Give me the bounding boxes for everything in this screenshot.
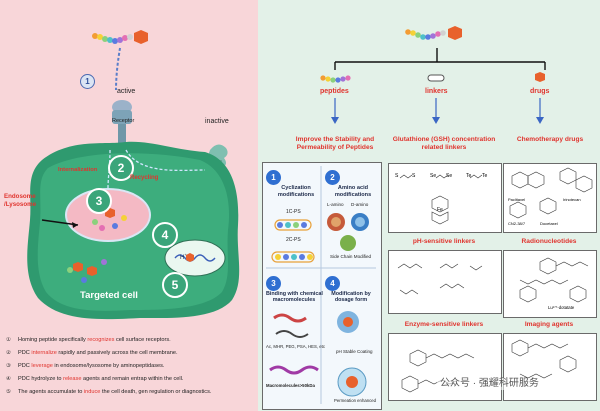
step-2-marker: 2 (108, 155, 134, 181)
category-linkers: linkers (425, 88, 448, 95)
sn38-label: CN2-38/7 (508, 221, 526, 226)
ph-linkers-heading: pH-sensitive linkers (412, 238, 476, 245)
gsh-linkers-heading: Glutathione (GSH) concentration related … (392, 136, 496, 152)
s-atom-2: S (412, 173, 416, 179)
recycling-label: Recycling (130, 175, 159, 181)
te-atom-1: Te (466, 173, 472, 179)
h-plus-label: H+ (180, 252, 187, 262)
te-atom-2: Te (482, 173, 488, 179)
se-atom-2: Se (446, 173, 453, 179)
s-atom-1: S (395, 173, 399, 179)
chemotherapy-heading: Chemotherapy drugs (516, 136, 584, 143)
binding-label: Binding with chemical macromolecules (266, 291, 323, 304)
fe-atom: Fe (437, 207, 443, 213)
category-peptides: peptides (320, 88, 349, 95)
dotatate-label: Lu¹⁷⁷-dotatate (548, 305, 575, 310)
pdc-molecule (92, 30, 148, 44)
1c-ps-label: 1C-PS (286, 209, 301, 215)
step-1-marker: 1 (80, 74, 95, 89)
macromolecule-list-label: Ac, MHR, PEG, PSA, HES, etc (266, 344, 325, 349)
mechanism-illustration (27, 30, 240, 320)
receptor (112, 100, 132, 144)
macromolecules-kda-label: Macromolecules>50kDa (266, 383, 315, 388)
permeation-label: Permeation enhanced (334, 398, 377, 403)
watermark: 公众号 · 强耀科研服务 (437, 378, 542, 390)
peptides-heading: Improve the Stability and Permeability o… (295, 136, 375, 152)
endosome-label: Endosome /Lysosome (4, 193, 37, 208)
targeted-cell-label: Targeted cell (80, 290, 138, 301)
ph-coating-label: pH Stable Coating (336, 349, 373, 354)
step-3-marker: 3 (86, 188, 112, 214)
peptide-strategy-2-marker: 2 (325, 170, 340, 185)
receptor-label: Receptor (112, 118, 135, 124)
peptide-strategy-1-marker: 1 (266, 170, 281, 185)
cyclization-label: Cyclization modifications (277, 185, 315, 198)
category-drugs: drugs (530, 88, 550, 95)
irinotecan-label: Irinotecan (563, 197, 581, 202)
enzyme-linkers-heading: Enzyme-sensitive linkers (404, 321, 484, 328)
side-chain-label: Side Chain Modified (330, 254, 372, 259)
docetaxel-label: Docetaxel (540, 221, 558, 226)
ph-linker-structures (388, 250, 502, 314)
amino-acid-label: Amino acid modifications (334, 185, 372, 198)
l-amino-label: L-amino (327, 202, 344, 207)
active-label: active (117, 88, 136, 95)
imaging-agents-heading: Imaging agents (524, 321, 574, 328)
dosage-form-label: Modification by dosage form (331, 291, 371, 304)
peptide-strategy-4-marker: 4 (325, 276, 340, 291)
d-amino-label: D-amino (351, 202, 369, 207)
step-4-marker: 4 (152, 222, 178, 248)
step-5-marker: 5 (162, 272, 188, 298)
radionuclides-heading: Radionucleotides (521, 238, 577, 245)
imaging-agent-structures (503, 333, 597, 401)
paclitaxel-label: Paclitaxel (508, 197, 526, 202)
approach-arrow (115, 47, 121, 91)
enzyme-linker-structures (388, 333, 502, 401)
endosome-pointer (41, 219, 79, 226)
peptide-strategy-3-marker: 3 (266, 276, 281, 291)
se-atom-1: Se (430, 173, 437, 179)
internalization-label: Internalization (58, 167, 98, 173)
chemotherapy-structures (503, 163, 597, 233)
inactive-label: inactive (205, 118, 229, 125)
2c-ps-label: 2C-PS (286, 237, 301, 243)
